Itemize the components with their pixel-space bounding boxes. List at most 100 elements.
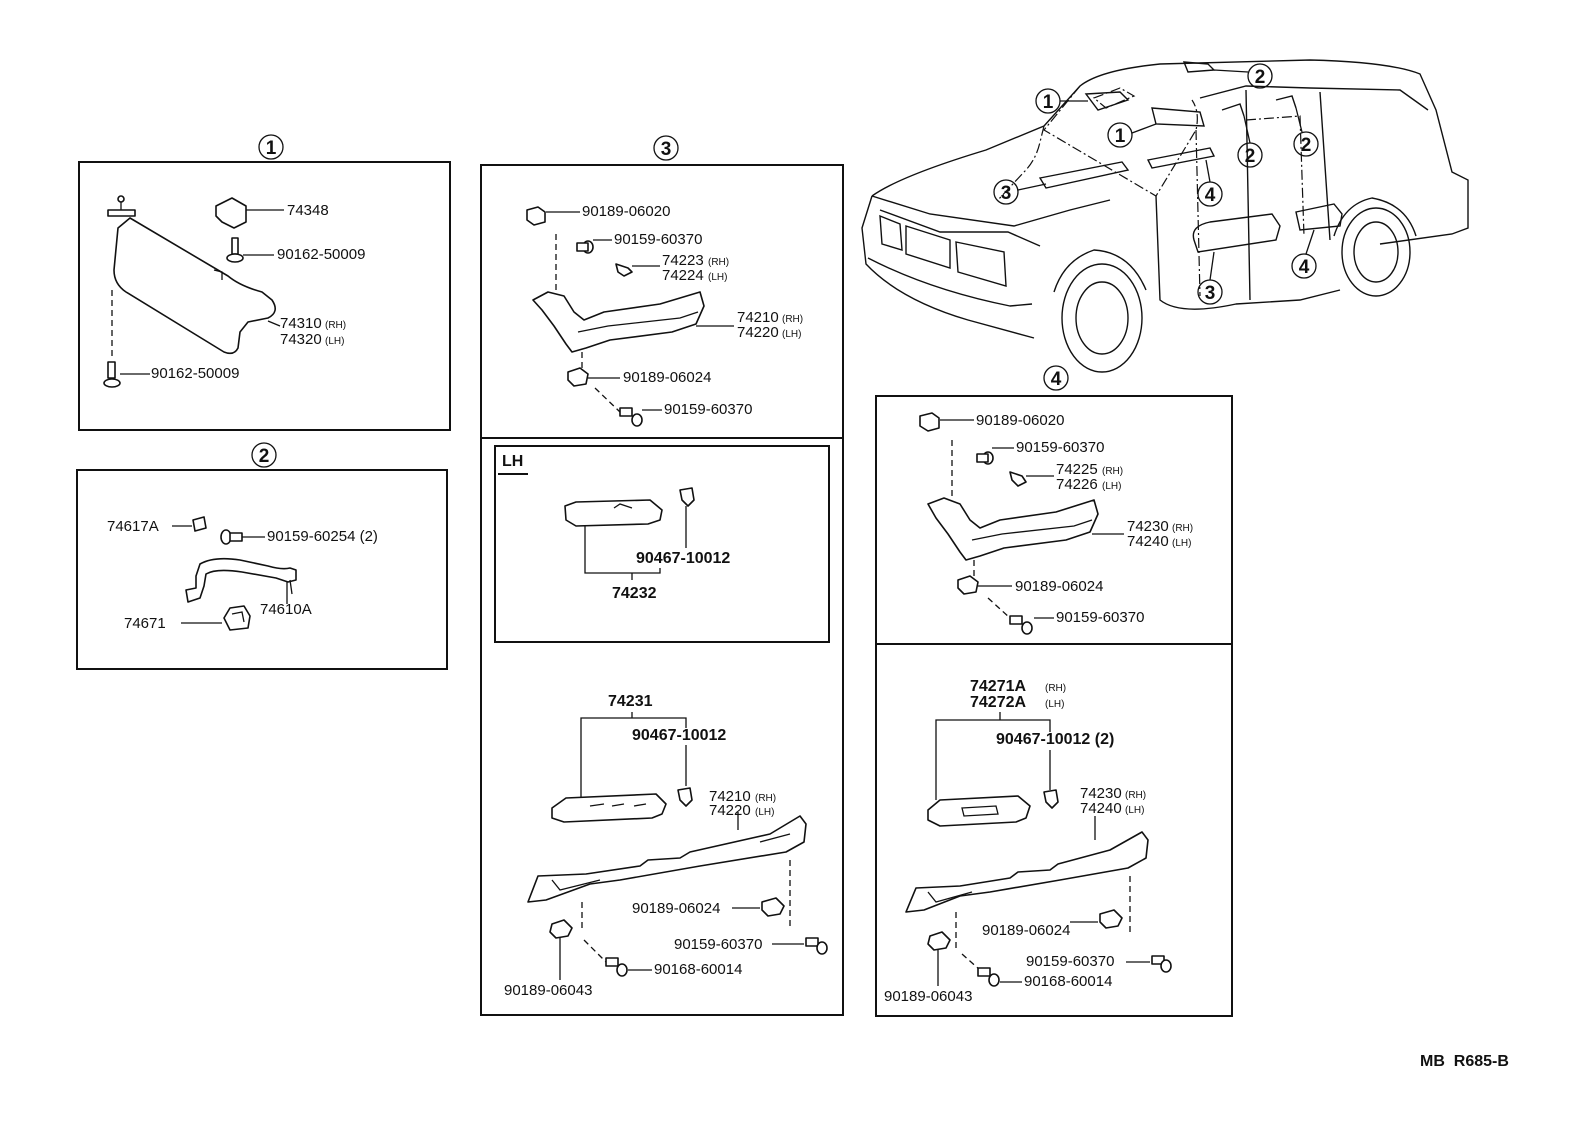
section-2: 2 74617A 90159-60254 (2) 74610A 74671 xyxy=(76,442,448,670)
label-s4b-90189-06024: 90189-06024 xyxy=(982,922,1070,939)
screw-s4-60370-mid xyxy=(1009,615,1033,635)
label-74320-suffix: (LH) xyxy=(325,336,344,347)
section-4-frame xyxy=(875,395,1233,1017)
car-callout-4a: 4 xyxy=(1197,159,1223,207)
screw-s4b-60014 xyxy=(977,967,1000,987)
clip-s4b-90467 xyxy=(1043,789,1059,809)
label-90168-60014: 90168-60014 xyxy=(654,961,742,978)
clip-s4b-06024 xyxy=(1099,909,1123,929)
screw-60014 xyxy=(605,957,628,977)
armrest-cover-74271A xyxy=(927,795,1031,827)
label-74210-lower: 74210 xyxy=(709,788,751,805)
label-90162-top: 90162-50009 xyxy=(277,246,365,263)
car-callout-3a: 3 xyxy=(993,179,1047,205)
svg-text:4: 4 xyxy=(1205,185,1216,206)
armrest-74230-top xyxy=(927,497,1099,561)
section-3: 3 90189-06020 90159-60370 74223 (RH) 742… xyxy=(480,135,844,1016)
clip-90467-lh xyxy=(679,487,695,507)
svg-text:1: 1 xyxy=(1043,92,1054,113)
car-callout-3b: 3 xyxy=(1197,251,1223,305)
screw-60370-top xyxy=(576,240,594,254)
label-74240-top-suffix: (LH) xyxy=(1172,538,1191,549)
svg-text:4: 4 xyxy=(1299,257,1310,278)
label-74671: 74671 xyxy=(124,615,166,632)
lh-label: LH xyxy=(502,453,523,470)
section-2-number: 2 xyxy=(259,446,270,467)
armrest-74210-lower xyxy=(527,815,807,903)
label-s4b-90168-60014: 90168-60014 xyxy=(1024,973,1112,990)
section-4-number: 4 xyxy=(1051,369,1062,390)
label-90159-60370-top: 90159-60370 xyxy=(614,231,702,248)
label-90189-06020: 90189-06020 xyxy=(582,203,670,220)
section-3-frame xyxy=(480,164,844,1016)
label-90189-06043: 90189-06043 xyxy=(504,982,592,999)
visor-holder xyxy=(215,197,247,229)
label-74210-top: 74210 xyxy=(737,309,779,326)
label-74230-top-suffix: (RH) xyxy=(1172,523,1193,534)
label-74320: 74320 xyxy=(280,331,322,348)
label-90159-60370-mid: 90159-60370 xyxy=(664,401,752,418)
label-90467-lower: 90467-10012 xyxy=(632,727,726,744)
label-74224: 74224 xyxy=(662,267,704,284)
label-90159-60370-lower: 90159-60370 xyxy=(674,936,762,953)
label-74210-lower-suffix: (RH) xyxy=(755,793,776,804)
label-s4b-90159-60370: 90159-60370 xyxy=(1026,953,1114,970)
sun-visor xyxy=(113,217,276,355)
section-4-marker: 4 xyxy=(1043,365,1069,391)
visor-pivot-pin xyxy=(107,195,136,217)
cap-74225 xyxy=(1009,471,1027,487)
clip-06024-top xyxy=(567,367,589,387)
label-s4b-74230: 74230 xyxy=(1080,785,1122,802)
car-illustration: 1 2 1 2 2 3 4 xyxy=(861,59,1469,373)
car-callout-1b: 1 xyxy=(1107,122,1157,148)
lh-inset-frame xyxy=(494,445,830,643)
label-s4-90159-60370-top: 90159-60370 xyxy=(1016,439,1104,456)
armrest-cover-74231 xyxy=(551,793,667,823)
label-s4b-90189-06043: 90189-06043 xyxy=(884,988,972,1005)
label-74310-suffix: (RH) xyxy=(325,320,346,331)
svg-text:3: 3 xyxy=(1001,183,1012,204)
diagram-code: MB R685-B xyxy=(1420,1053,1509,1070)
label-s4-90159-60370-mid: 90159-60370 xyxy=(1056,609,1144,626)
car-callout-2b: 2 xyxy=(1237,115,1263,168)
cover-74617A xyxy=(192,516,207,532)
label-s4-90189-06024: 90189-06024 xyxy=(1015,578,1103,595)
armrest-74230-lower xyxy=(905,831,1149,913)
label-90189-06024-top: 90189-06024 xyxy=(623,369,711,386)
label-s4b-74230-suffix: (RH) xyxy=(1125,790,1146,801)
label-74310: 74310 xyxy=(280,315,322,332)
svg-text:2: 2 xyxy=(1301,135,1312,156)
label-74610A: 74610A xyxy=(260,601,312,618)
section-1-number: 1 xyxy=(266,138,277,159)
screw-60370-mid xyxy=(619,407,643,427)
label-74223: 74223 xyxy=(662,252,704,269)
cap-74223 xyxy=(615,263,633,277)
label-74272A-suffix: (LH) xyxy=(1045,699,1064,710)
label-90467-lh: 90467-10012 xyxy=(636,550,730,567)
clip-90467-lower xyxy=(677,787,693,807)
section-2-frame xyxy=(76,469,448,670)
svg-text:2: 2 xyxy=(1255,67,1266,88)
label-90162-bottom: 90162-50009 xyxy=(151,365,239,382)
svg-text:1: 1 xyxy=(1115,126,1126,147)
label-90189-06024-lower: 90189-06024 xyxy=(632,900,720,917)
label-74226: 74226 xyxy=(1056,476,1098,493)
svg-text:3: 3 xyxy=(1205,283,1216,304)
screw-top xyxy=(226,237,244,263)
clip-06043 xyxy=(549,919,573,939)
label-74225: 74225 xyxy=(1056,461,1098,478)
screw-bottom xyxy=(103,361,121,388)
label-74226-suffix: (LH) xyxy=(1102,481,1121,492)
label-74224-suffix: (LH) xyxy=(708,272,727,283)
label-74223-suffix: (RH) xyxy=(708,257,729,268)
screw-90159-60254 xyxy=(220,529,243,545)
clip-06024-lower xyxy=(761,897,785,917)
screw-s4b-60370 xyxy=(1151,955,1172,973)
label-s4b-90467: 90467-10012 (2) xyxy=(996,731,1114,748)
clip-s4-06024 xyxy=(957,575,979,595)
car-callout-1a: 1 xyxy=(1035,88,1088,114)
car-callout-2a: 2 xyxy=(1213,63,1273,89)
label-74220-top: 74220 xyxy=(737,324,779,341)
section-1-marker: 1 xyxy=(258,134,284,160)
